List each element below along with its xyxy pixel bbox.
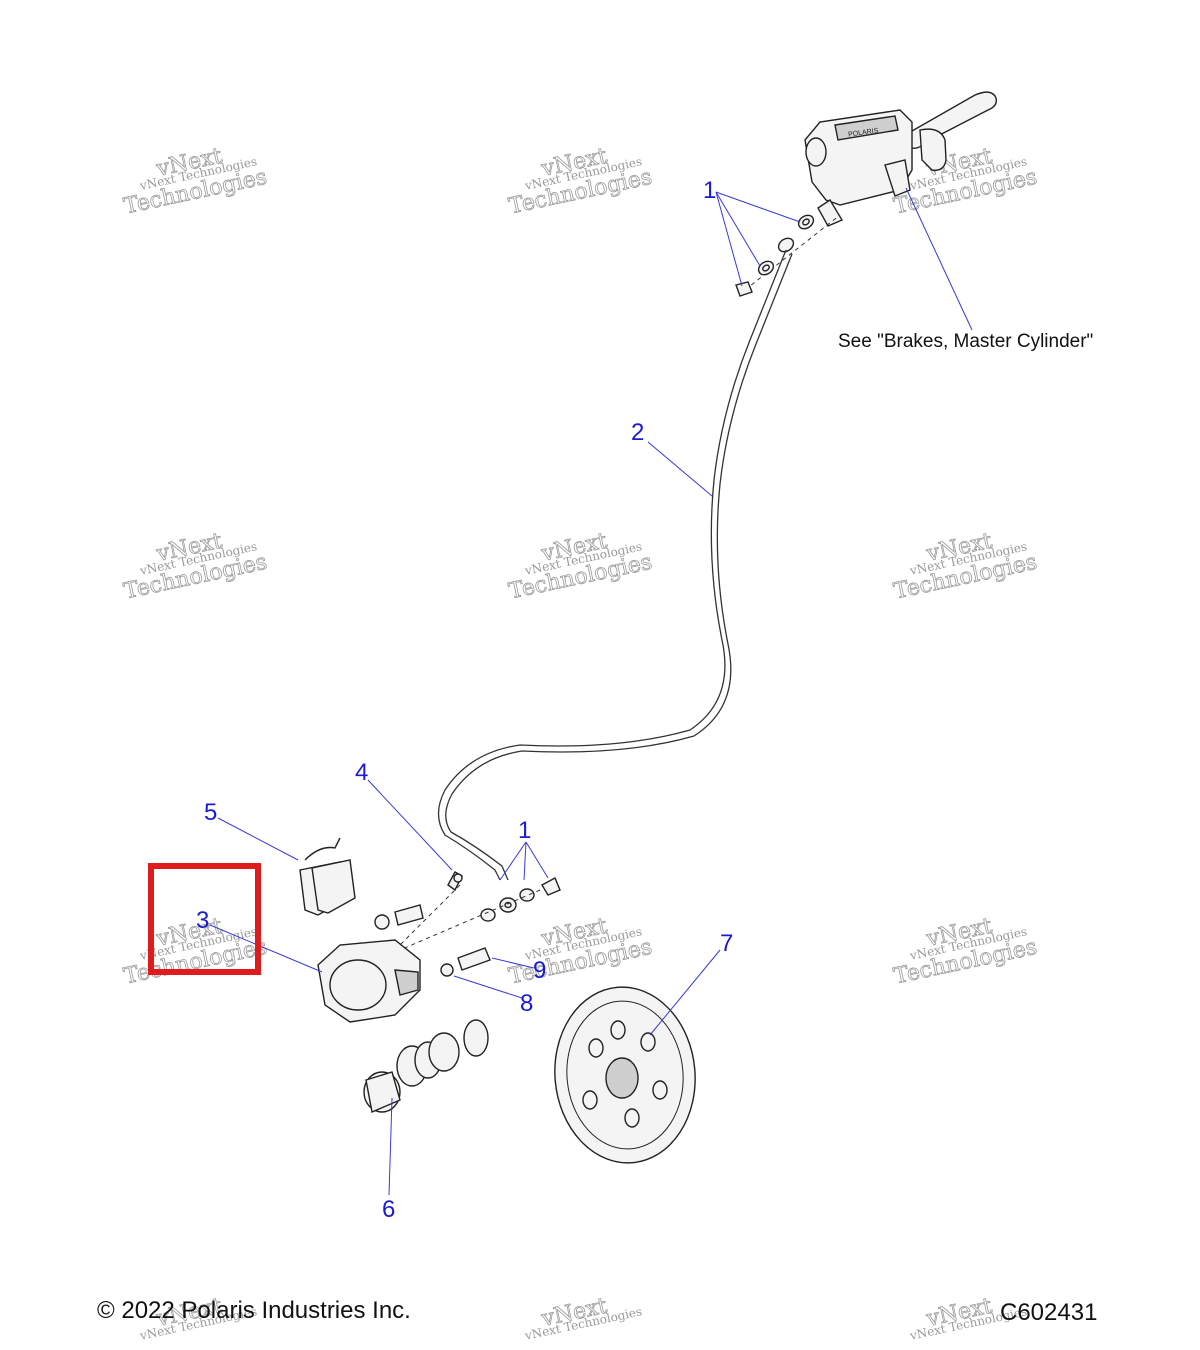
watermark: vNext vNext Technologies Technologies: [506, 913, 654, 990]
watermark: vNext vNext Technologies: [523, 1293, 643, 1343]
figure-id: C602431: [1000, 1299, 1097, 1326]
brake-disc: [554, 986, 696, 1164]
watermark: vNext vNext Technologies Technologies: [121, 913, 269, 990]
copyright-text: © 2022 Polaris Industries Inc.: [97, 1297, 411, 1324]
watermark: vNext vNext Technologies Technologies: [891, 913, 1039, 990]
brake-hose: [437, 249, 793, 881]
svg-text:POLARIS: POLARIS: [848, 127, 879, 138]
leader-lines: [209, 187, 973, 1196]
master-cylinder: POLARIS: [735, 91, 998, 297]
watermark: vNext vNext Technologies Technologies: [506, 528, 654, 605]
callout-1-top: 1: [703, 177, 716, 204]
watermark: vNext vNext Technologies Technologies: [121, 143, 269, 220]
callout-4: 4: [355, 759, 368, 786]
selection-highlight-box[interactable]: [148, 863, 261, 975]
callout-9: 9: [533, 957, 546, 984]
watermark: vNext vNext Technologies Technologies: [891, 528, 1039, 605]
callout-1-bottom: 1: [518, 817, 531, 844]
master-cylinder-reference-note: See "Brakes, Master Cylinder": [838, 331, 1093, 352]
watermark: vNext vNext Technologies Technologies: [121, 528, 269, 605]
callout-3: 3: [196, 907, 209, 934]
callout-6: 6: [382, 1196, 395, 1223]
caliper-hardware: [299, 837, 561, 1113]
callout-7: 7: [720, 930, 733, 957]
callout-5: 5: [204, 799, 217, 826]
watermark: vNext vNext Technologies Technologies: [506, 143, 654, 220]
callout-8: 8: [520, 990, 533, 1017]
watermarks: vNext vNext Technologies Technologies vN…: [121, 143, 1039, 1343]
callout-2: 2: [631, 419, 644, 446]
